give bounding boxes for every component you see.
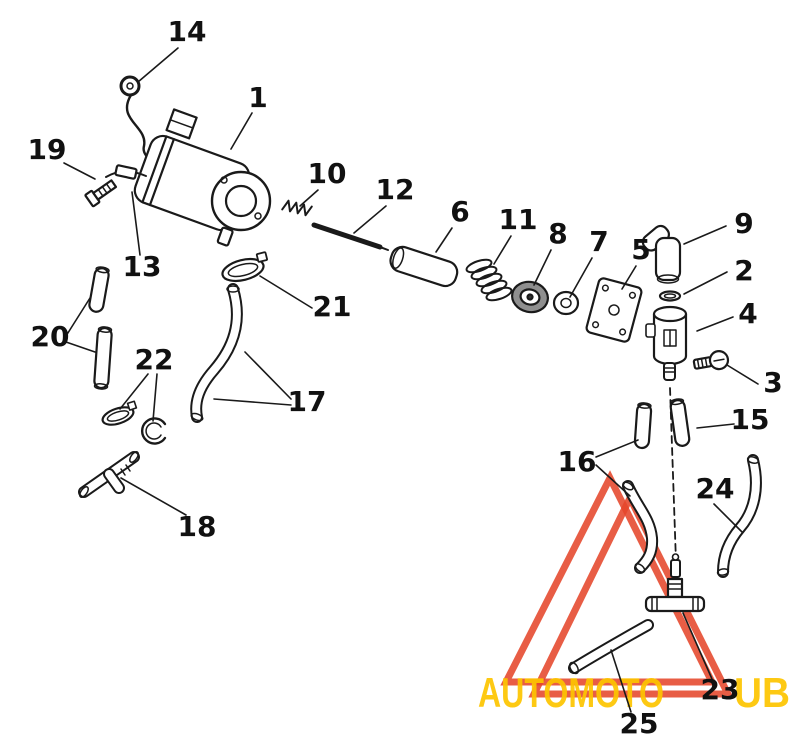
valve-disc	[552, 290, 580, 316]
callout-6: 6	[450, 195, 469, 228]
fuel-hose-curved-left	[190, 283, 243, 423]
valve-body	[645, 305, 688, 381]
leader-lines	[63, 47, 759, 713]
callout-2: 2	[734, 254, 753, 287]
callout-18: 18	[178, 510, 217, 543]
small-spring	[281, 199, 313, 217]
callout-7: 7	[589, 225, 608, 258]
callout-21: 21	[313, 290, 352, 323]
diagram-art	[63, 47, 762, 713]
callout-25: 25	[620, 707, 659, 740]
callout-10: 10	[308, 157, 347, 190]
watermark-text-right: UB	[734, 669, 790, 716]
callout-20: 20	[31, 320, 70, 353]
tee-fitting-left	[78, 451, 140, 498]
fuel-hose-bottom	[568, 619, 654, 675]
coil-spring	[465, 258, 513, 302]
callout-13: 13	[123, 250, 162, 283]
o-ring	[658, 290, 682, 302]
watermark-text-left: AUTOMOTO	[478, 669, 664, 716]
watermark: AUTOMOTO UB	[478, 470, 790, 716]
watermark-triangle-back-icon	[500, 470, 718, 686]
elbow-cap	[641, 224, 682, 284]
plunger-rod	[311, 222, 389, 251]
pump-cylinder	[389, 245, 459, 288]
mount-screw	[84, 179, 118, 208]
primer-motor	[133, 108, 272, 247]
callout-15: 15	[731, 403, 770, 436]
callout-24: 24	[696, 472, 735, 505]
gasket-plate	[585, 277, 643, 343]
callout-16: 16	[558, 445, 597, 478]
valve-screw	[692, 350, 730, 371]
callout-4: 4	[738, 297, 757, 330]
fuel-hose-pair-left	[88, 266, 113, 390]
tee-fitting-lower	[644, 553, 706, 613]
callout-labels: 1 2 3 4 5 6 7 8 9 10 11 12 13 14 15 16 1…	[28, 15, 783, 740]
clamp-pair	[101, 400, 167, 445]
fuel-hose-curved-right	[716, 454, 762, 578]
piston-cup	[511, 280, 549, 314]
callout-12: 12	[376, 173, 415, 206]
hose-clamp	[221, 251, 268, 283]
callout-9: 9	[734, 207, 753, 240]
fuel-hose-upper-left	[633, 402, 653, 450]
callout-23: 23	[701, 673, 740, 706]
callout-3: 3	[763, 366, 782, 399]
callout-5: 5	[631, 233, 650, 266]
fuel-hose-right	[669, 398, 691, 447]
callout-17: 17	[288, 385, 327, 418]
callout-8: 8	[548, 217, 567, 250]
fuel-hose-curved-lower	[622, 480, 659, 574]
callout-22: 22	[135, 343, 174, 376]
callout-14: 14	[168, 15, 207, 48]
callout-1: 1	[248, 81, 267, 114]
callout-19: 19	[28, 133, 67, 166]
motor-lead-strap	[105, 164, 147, 180]
callout-11: 11	[499, 203, 538, 236]
